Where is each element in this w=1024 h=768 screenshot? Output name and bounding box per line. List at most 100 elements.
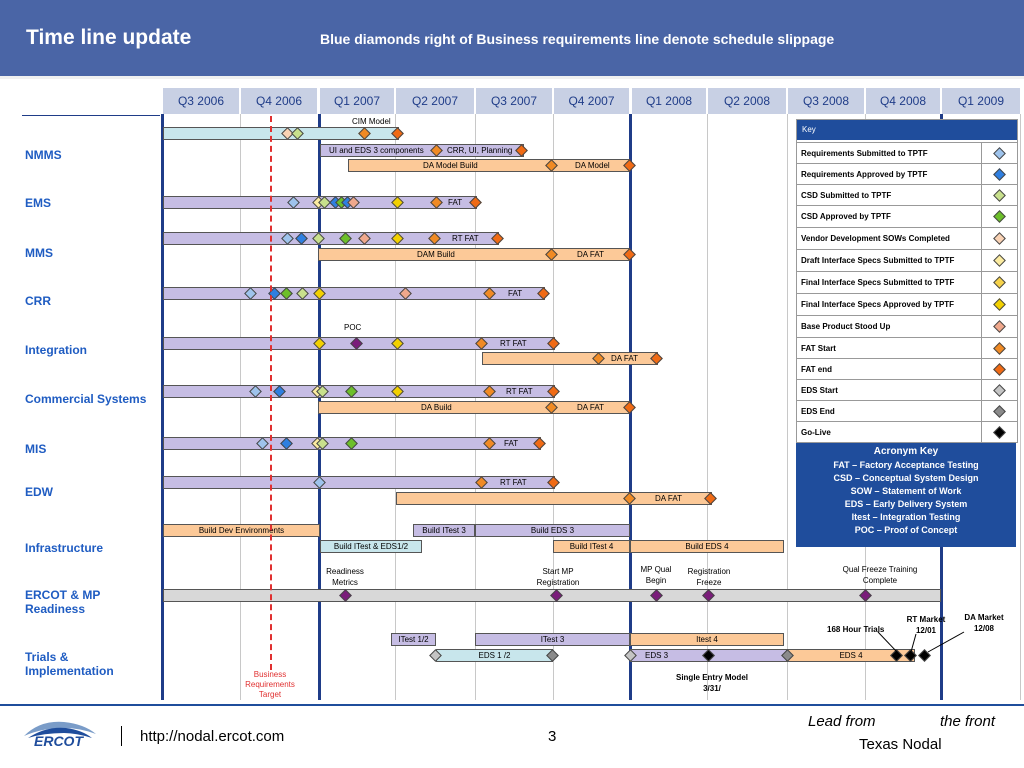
poc-label: POC [344,323,362,332]
edw-da-fat-label: DA FAT [655,494,682,503]
quarter-q2-2008: Q2 2008 [708,88,786,114]
key-label: FAT Start [801,344,836,353]
diamond-icon [993,384,1006,397]
key-label: Requirements Submitted to TPTF [801,149,928,158]
key-row: FAT end [797,358,1017,380]
build-itest-eds12-bar: Build ITest & EDS1/2 [320,540,422,553]
key-label: Final Interface Specs Approved by TPTF [801,300,955,309]
key-swatch-cell [981,359,1018,380]
itest12-bar: ITest 1/2 [391,633,436,646]
row-label-infrastructure: Infrastructure [25,541,104,555]
build-itest4-bar: Build ITest 4 [553,540,630,553]
key-row: Base Product Stood Up [797,315,1017,337]
key-label: Requirements Approved by TPTF [801,170,928,179]
itest3-bar: ITest 3 [475,633,630,646]
footer-tagline-3: Texas Nodal [859,736,942,753]
commercial-rt-fat-label: RT FAT [506,387,533,396]
integration-da-fat-label: DA FAT [611,354,638,363]
dam-build-label: DAM Build [417,250,455,259]
key-label: Go-Live [801,428,831,437]
key-row: Draft Interface Specs Submitted to TPTF [797,249,1017,271]
row-label-nmms: NMMS [25,148,62,162]
diamond-icon [993,363,1006,376]
diamond-icon [993,168,1006,181]
start-mp-reg-label: Start MP Registration [536,567,580,587]
eds12-label: EDS 1 /2 [478,651,511,660]
acronym-line: CSD – Conceptual System Design [833,473,979,483]
key-title: Key [797,120,1017,140]
acronym-line: SOW – Statement of Work [850,486,962,496]
itest12-label: ITest 1/2 [398,635,429,644]
acronym-line: FAT – Factory Acceptance Testing [833,460,979,470]
key-swatch-cell [981,422,1018,443]
row-label-commercial: Commercial Systems [25,392,147,406]
diamond-icon [918,649,931,662]
page-title: Time line update [26,26,192,49]
quarter-q4-2008: Q4 2008 [866,88,940,114]
quarter-q2-2007: Q2 2007 [396,88,474,114]
key-swatch-cell [981,164,1018,185]
diamond-icon [993,405,1006,418]
diamond-icon [993,426,1006,439]
da-build-label: DA Build [421,403,452,412]
da-market-label: DA Market 12/08 [964,613,1004,633]
ercot-logo-icon [24,721,96,738]
itest4-label: Itest 4 [696,635,718,644]
readiness-metrics-label: Readiness Metrics [326,567,364,587]
mis-fat-label: FAT [504,439,519,448]
da-model-build-label: DA Model Build [423,161,478,170]
quarter-line [787,114,788,700]
page-subtitle: Blue diamonds right of Business requirem… [320,31,835,47]
diamond-icon [993,276,1006,289]
build-eds3-bar: Build EDS 3 [475,524,630,537]
acronym-title: Acronym Key [873,446,939,457]
key-row: CSD Submitted to TPTF [797,184,1017,206]
key-label: EDS End [801,407,835,416]
build-eds4-label: Build EDS 4 [685,542,729,551]
edw-bar-rt: RT FAT [163,476,555,489]
key-swatch-cell [981,380,1018,401]
da-model-label: DA Model [575,161,610,170]
build-eds3-label: Build EDS 3 [530,526,575,535]
key-row: Final Interface Specs Approved by TPTF [797,293,1017,315]
page-number: 3 [548,728,557,745]
quarter-q1-2007: Q1 2007 [320,88,394,114]
key-row: Vendor Development SOWs Completed [797,227,1017,249]
edw-rt-fat-label: RT FAT [500,478,527,487]
rt-market-label: RT Market 12/01 [906,615,946,635]
header-left-rule [22,115,160,116]
row-label-crr: CRR [25,294,51,308]
acronym-line: EDS – Early Delivery System [844,499,968,509]
itest3-label: ITest 3 [540,635,565,644]
acronym-line: Itest – Integration Testing [851,512,961,522]
footer-separator [121,726,122,746]
commercial-bar-rt: RT FAT [163,385,555,398]
reg-freeze-label: Registration Freeze [687,567,731,587]
logo-text: ERCOT [34,733,83,749]
quarter-q3-2008: Q3 2008 [788,88,864,114]
business-target-line [270,116,272,670]
build-itest3-bar: Build ITest 3 [413,524,475,537]
diamond-icon [993,189,1006,202]
quarter-q3-2007: Q3 2007 [476,88,552,114]
key-swatch-cell [981,206,1018,227]
key-row: CSD Approved by TPTF [797,205,1017,227]
ems-fat-label: FAT [448,198,463,207]
itest4-bar: Itest 4 [630,633,784,646]
key-label: CSD Submitted to TPTF [801,191,892,200]
quarter-line [240,114,241,700]
key-swatch-cell [981,250,1018,271]
footer-url[interactable]: http://nodal.ercot.com [140,728,285,745]
key-row: Final Interface Specs Submitted to TPTF [797,271,1017,293]
hour168-label: 168 Hour Trials [827,625,885,634]
commercial-da-fat-label: DA FAT [577,403,604,412]
row-label-edw: EDW [25,485,53,499]
quarter-q3-2006: Q3 2006 [163,88,239,114]
build-itest3-label: Build ITest 3 [422,526,466,535]
footer-tagline-1: Lead from [808,713,876,730]
diamond-icon [993,298,1006,311]
business-target-label: Business Requirements Target [245,670,295,699]
quarter-q4-2007: Q4 2007 [554,88,629,114]
key-swatch-cell [981,316,1018,337]
